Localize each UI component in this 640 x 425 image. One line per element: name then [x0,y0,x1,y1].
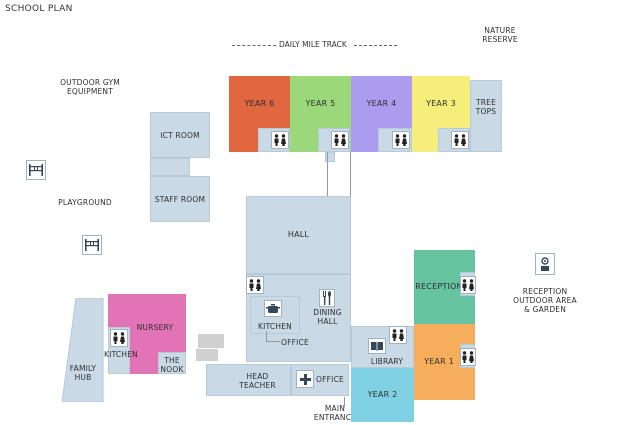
toilet-icon [451,131,469,149]
cutlery-icon [319,289,335,307]
year3-label: YEAR 3 [426,99,456,108]
office-front-label: OFFICE [316,375,344,384]
head-teacher-label: HEAD TEACHER [239,372,276,390]
family-hub-label: FAMILY HUB [69,364,97,382]
toilet-icon [460,348,476,366]
reception-outdoor-label: RECEPTION OUTDOOR AREA & GARDEN [513,287,577,314]
kitchen-pot-icon [264,300,282,317]
nursery-kitchen-label: KITCHEN [104,350,138,359]
storage-block [196,349,218,361]
toilet-icon [460,276,476,294]
ict-room-label: ICT ROOM [160,131,200,140]
toilet-icon [392,131,410,149]
corridor [150,158,190,176]
flower-icon [535,253,555,275]
corridor-line [327,152,328,196]
office-pointer-line [266,341,280,342]
hall-room[interactable] [246,196,351,274]
corridor [325,152,335,162]
outdoor-gym-label: OUTDOOR GYM EQUIPMENT [60,78,120,96]
year5-label: YEAR 5 [305,99,336,108]
main-entrance-label: MAIN ENTRANCE [313,404,357,422]
year2-room[interactable] [351,368,414,422]
year6-label: YEAR 6 [244,99,275,108]
track-dashes-left [232,45,276,46]
office-main-label: OFFICE [281,338,309,347]
corridor-line [350,152,351,196]
reception-label: RECEPTION [415,282,463,291]
playground-label: PLAYGROUND [58,198,112,207]
head-teacher-room[interactable] [206,364,291,396]
nature-reserve-label: NATURE RESERVE [482,26,518,44]
year2-label: YEAR 2 [367,390,398,399]
year4-label: YEAR 4 [366,99,397,108]
map-title: SCHOOL PLAN [5,4,73,14]
family-hub-room[interactable] [62,298,104,402]
ict-room[interactable] [150,112,210,158]
storage-block [198,334,224,348]
nursery-label: NURSERY [136,323,174,332]
the-nook-label: THE NOOK [160,356,184,374]
office-front-room[interactable] [291,364,349,396]
toilet-icon [110,329,128,347]
tree-tops-room[interactable] [470,80,502,152]
toilet-icon [331,131,349,149]
toilet-icon [246,276,264,294]
library-label: LIBRARY [370,357,404,366]
staff-room[interactable] [150,176,210,222]
dining-hall-label: DINING HALL [313,308,342,326]
hall-label: HALL [287,230,310,239]
staff-room-label: STAFF ROOM [154,195,206,204]
office-pointer-line [266,331,267,341]
toilet-icon [271,131,289,149]
kitchen-main-label: KITCHEN [258,322,292,331]
entrance-arrow-icon [344,397,345,407]
track-label: DAILY MILE TRACK [279,40,347,49]
first-aid-icon [296,370,314,388]
library-book-icon [368,338,386,354]
track-dashes-right [354,45,397,46]
toilet-icon [389,326,407,344]
year1-label: YEAR 1 [424,357,454,366]
daily-mile-track: DAILY MILE TRACK [232,40,397,50]
gym-equipment-icon [26,160,46,180]
gym-equipment-icon [82,235,102,255]
tree-tops-label: TREE TOPS [475,98,497,116]
the-nook-room[interactable] [158,352,186,374]
